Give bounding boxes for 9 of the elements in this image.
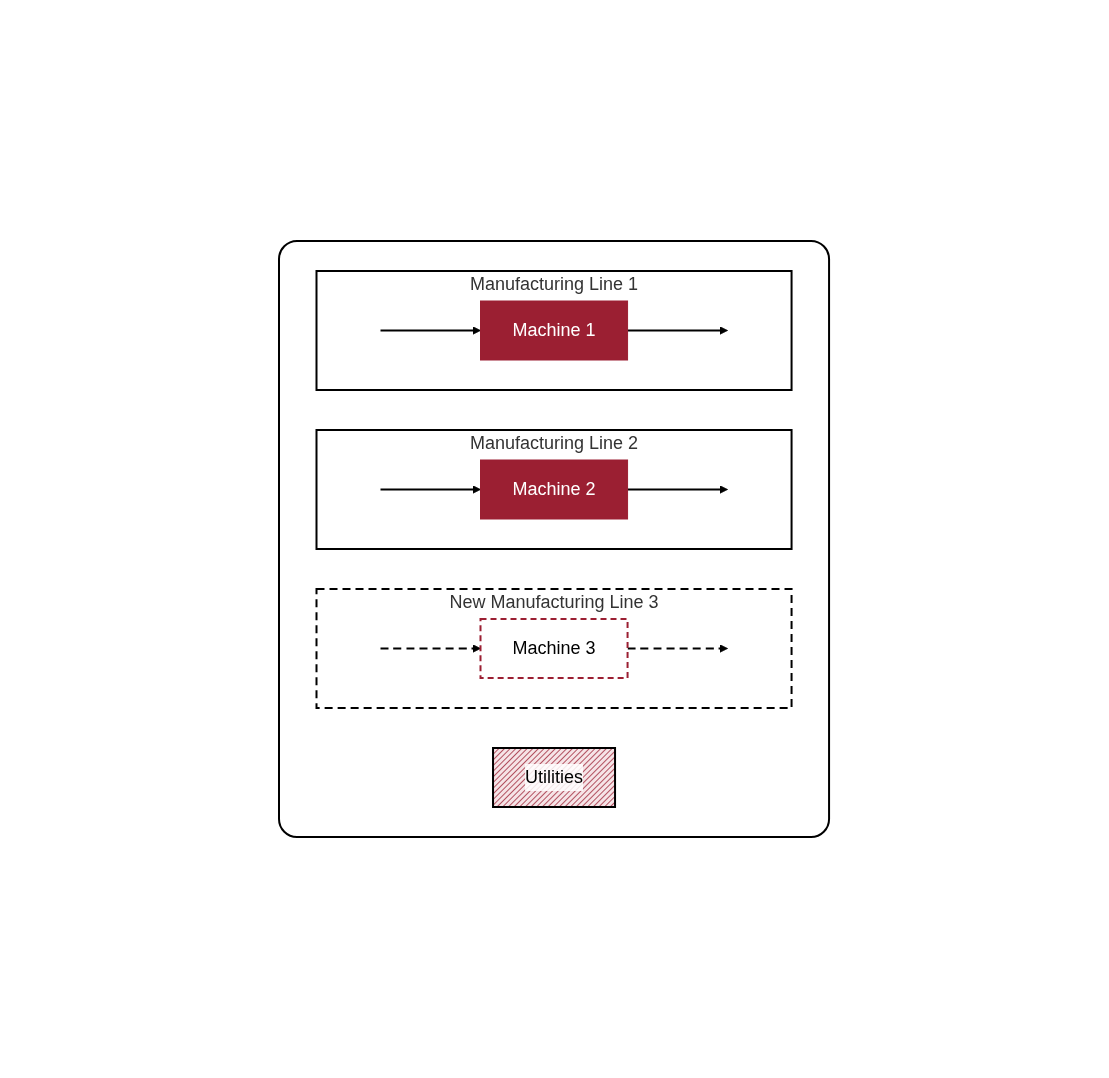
node-box: Machine 3 [479,618,630,679]
arrow [379,326,482,335]
node-box: Utilities [492,747,617,808]
arrow [627,326,729,335]
arrow [627,485,729,494]
arrow [379,485,482,494]
node-box: Machine 1 [480,300,629,361]
cluster [278,240,831,838]
node-box: Machine 2 [480,459,629,520]
